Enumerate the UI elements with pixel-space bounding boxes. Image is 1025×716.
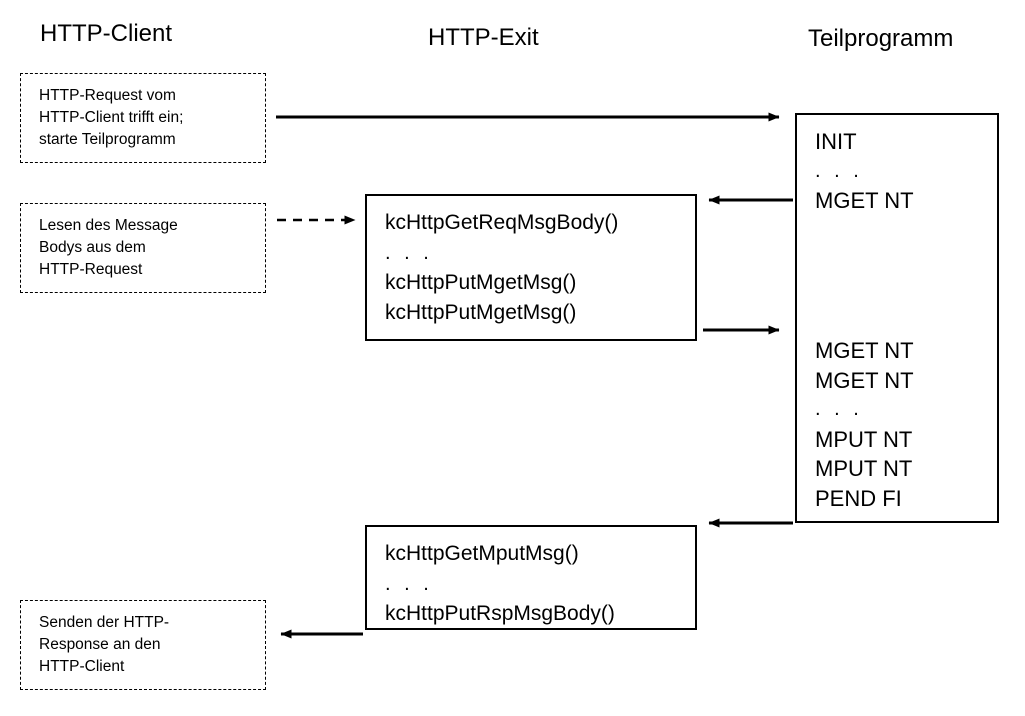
note-line: HTTP-Client [39,658,125,675]
exit-call-line: . . . [385,573,433,595]
note-box-read-message-body: Lesen des Message Bodys aus dem HTTP-Req… [20,203,266,293]
note-line: HTTP-Request [39,261,143,278]
note-box-send-response: Senden der HTTP- Response an den HTTP-Cl… [20,600,266,690]
exit-box-request-handling: kcHttpGetReqMsgBody() . . . kcHttpPutMge… [365,194,697,341]
program-statement: MPUT NT [815,426,913,452]
program-statement: . . . [815,159,863,182]
note-line: Senden der HTTP- [39,614,170,631]
program-box-teilprogramm: INIT . . . MGET NT MGET NT MGET NT . . .… [795,113,999,523]
exit-call-line: kcHttpPutMgetMsg() [385,271,577,294]
exit-call-line: kcHttpPutMgetMsg() [385,301,577,324]
program-statement: MGET NT [815,367,914,393]
note-line: HTTP-Client trifft ein; [39,109,184,126]
note-box-http-request: HTTP-Request vom HTTP-Client trifft ein;… [20,73,266,163]
program-statement: MPUT NT [815,456,913,481]
exit-call-line: kcHttpGetMputMsg() [385,542,579,565]
column-title-http-exit: HTTP-Exit [428,24,539,51]
column-title-http-client: HTTP-Client [40,20,173,47]
note-line: HTTP-Request vom [39,87,176,104]
exit-call-line: kcHttpGetReqMsgBody() [385,211,619,234]
program-statement: INIT [815,129,857,154]
exit-box-response-handling: kcHttpGetMputMsg() . . . kcHttpPutRspMsg… [365,525,697,630]
program-statement: . . . [815,398,863,420]
column-title-teilprogramm: Teilprogramm [808,25,954,52]
exit-call-line: kcHttpPutRspMsgBody() [385,602,615,625]
program-statement: MGET NT [815,188,914,213]
program-statement: MGET NT [815,338,914,363]
note-line: Lesen des Message [39,217,178,234]
note-line: starte Teilprogramm [39,131,176,148]
program-statement: PEND FI [815,485,902,511]
exit-call-line: . . . [385,242,433,264]
note-line: Response an den [39,636,161,653]
note-line: Bodys aus dem [39,239,146,256]
